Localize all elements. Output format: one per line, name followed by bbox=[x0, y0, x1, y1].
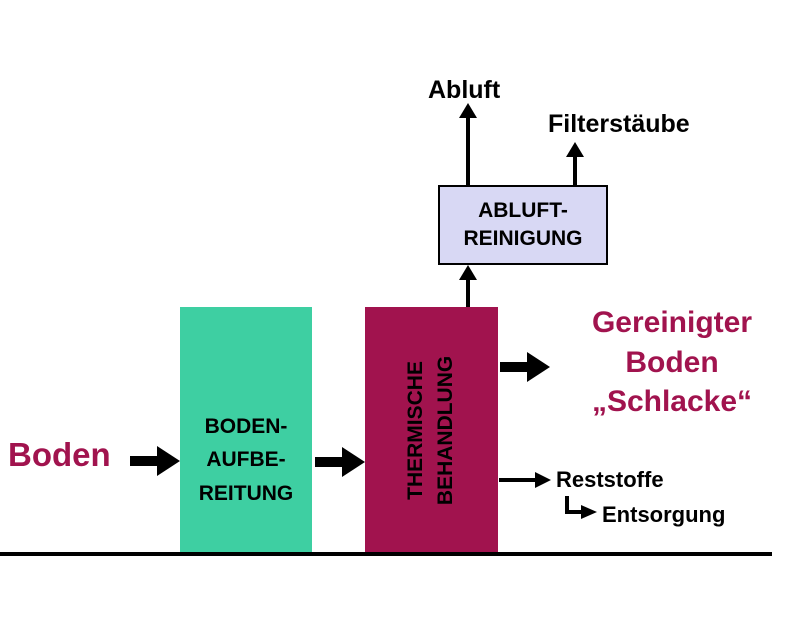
label-gereinigter-boden-line3: „Schlacke“ bbox=[591, 385, 753, 419]
box-abluftreinigung-label: ABLUFT- REINIGUNG bbox=[463, 197, 582, 254]
box-thermisch-line2: BEHANDLUNG bbox=[434, 355, 458, 505]
arrow-thermisch-to-reststoffe bbox=[499, 472, 551, 488]
label-reststoffe: Reststoffe bbox=[556, 467, 664, 492]
box-abluftreinigung-line1: ABLUFT- bbox=[478, 198, 568, 222]
label-entsorgung: Entsorgung bbox=[602, 502, 726, 527]
label-filterstaeube: Filterstäube bbox=[548, 110, 690, 138]
arrow-boden-to-aufbereitung bbox=[130, 446, 180, 476]
label-gereinigter-boden-line2: Boden bbox=[625, 345, 719, 379]
arrow-abluftreinigung-to-filterstaeube bbox=[566, 142, 584, 185]
box-bodenaufbereitung-line1: BODEN- bbox=[204, 414, 288, 438]
box-bodenaufbereitung-line3: REITUNG bbox=[198, 481, 294, 505]
box-thermische-behandlung-label: THERMISCHE BEHANDLUNG bbox=[401, 355, 462, 504]
arrow-aufbereitung-to-thermisch bbox=[315, 447, 365, 477]
arrow-thermisch-to-output bbox=[500, 352, 550, 382]
label-abluft: Abluft bbox=[428, 76, 501, 104]
arrow-thermisch-to-abluftreinigung bbox=[459, 265, 477, 307]
ground-line bbox=[0, 552, 772, 556]
box-bodenaufbereitung-line2: AUFBE- bbox=[206, 448, 286, 472]
box-thermische-behandlung: THERMISCHE BEHANDLUNG bbox=[365, 307, 498, 553]
box-thermisch-line1: THERMISCHE bbox=[404, 360, 428, 500]
label-boden-input: Boden bbox=[8, 436, 111, 473]
arrow-reststoffe-to-entsorgung bbox=[565, 496, 597, 519]
box-abluftreinigung: ABLUFT- REINIGUNG bbox=[438, 185, 608, 265]
box-bodenaufbereitung: BODEN- AUFBE- REITUNG bbox=[180, 307, 312, 553]
label-gereinigter-boden: Gereinigter Boden „Schlacke“ bbox=[558, 303, 786, 422]
label-gereinigter-boden-line1: Gereinigter bbox=[591, 306, 753, 339]
arrow-abluftreinigung-to-abluft bbox=[459, 103, 477, 185]
box-abluftreinigung-line2: REINIGUNG bbox=[463, 227, 583, 250]
box-bodenaufbereitung-label: BODEN- AUFBE- REITUNG bbox=[199, 410, 294, 511]
